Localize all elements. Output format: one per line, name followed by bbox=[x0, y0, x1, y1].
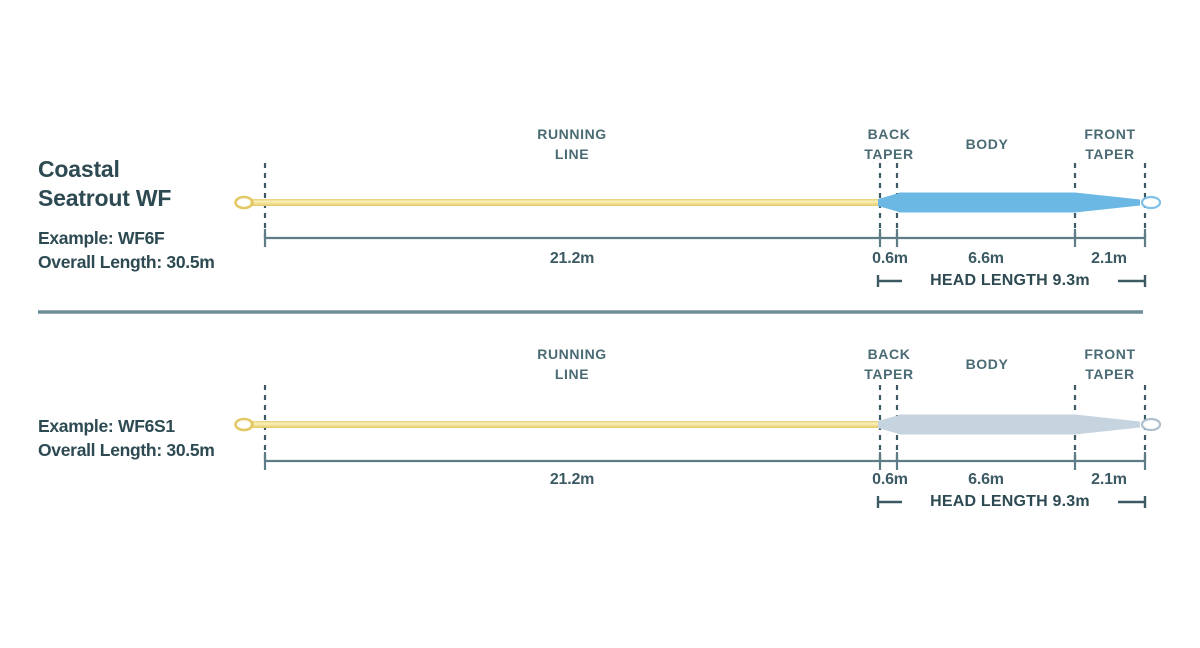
sinking-rear-loop-icon bbox=[234, 417, 254, 432]
sinking-front-taper-shape bbox=[1075, 414, 1140, 435]
sinking-example-label: Example: WF6S1 bbox=[38, 416, 175, 436]
floating-example-label: Example: WF6F bbox=[38, 228, 165, 248]
sinking-running-line bbox=[250, 421, 884, 428]
sinking-measure-front-taper: 2.1m bbox=[1091, 471, 1127, 488]
sinking-label-body: BODY bbox=[965, 356, 1009, 372]
sinking-back-taper-shape bbox=[878, 415, 899, 434]
sinking-head-length-label: HEAD LENGTH 9.3m bbox=[930, 493, 1090, 510]
floating-guide-lines bbox=[263, 163, 1147, 238]
floating-diagram bbox=[234, 163, 1162, 287]
floating-measure-axis bbox=[263, 229, 1147, 247]
sinking-measure-axis bbox=[263, 452, 1147, 470]
floating-running-line bbox=[250, 199, 884, 206]
sinking-label-front-taper: FRONT TAPER bbox=[1084, 346, 1136, 383]
floating-label-front-taper: FRONT TAPER bbox=[1084, 126, 1136, 163]
floating-back-taper-shape bbox=[878, 193, 899, 212]
floating-meta: Example: WF6F Overall Length: 30.5m bbox=[38, 227, 288, 274]
sinking-tip-loop-icon bbox=[1140, 417, 1162, 432]
floating-measure-back-taper: 0.6m bbox=[872, 250, 908, 267]
sinking-head-length-bar bbox=[876, 496, 1147, 508]
floating-label-back-taper: BACK TAPER bbox=[864, 126, 914, 163]
floating-tip-loop-icon bbox=[1140, 195, 1162, 210]
product-title-line-1: Coastal bbox=[38, 156, 120, 182]
floating-label-body: BODY bbox=[965, 136, 1009, 152]
floating-rear-loop-icon bbox=[234, 195, 254, 210]
sinking-body-shape bbox=[897, 414, 1077, 435]
sinking-label-running-line: RUNNING LINE bbox=[537, 346, 607, 383]
sinking-guide-lines bbox=[263, 385, 1147, 461]
sinking-diagram bbox=[234, 385, 1162, 508]
floating-measure-front-taper: 2.1m bbox=[1091, 250, 1127, 267]
floating-body-shape bbox=[897, 192, 1077, 213]
sinking-meta: Example: WF6S1 Overall Length: 30.5m bbox=[38, 415, 288, 462]
product-title: Coastal Seatrout WF bbox=[38, 155, 268, 214]
sinking-measure-body: 6.6m bbox=[968, 471, 1004, 488]
sinking-measure-back-taper: 0.6m bbox=[872, 471, 908, 488]
floating-head-length-bar bbox=[876, 275, 1147, 287]
product-title-line-2: Seatrout WF bbox=[38, 185, 172, 212]
sinking-overall-label: Overall Length: 30.5m bbox=[38, 439, 215, 460]
sinking-label-back-taper: BACK TAPER bbox=[864, 346, 914, 383]
sinking-measure-running-line: 21.2m bbox=[549, 471, 595, 488]
floating-overall-label: Overall Length: 30.5m bbox=[38, 251, 215, 272]
floating-measure-running-line: 21.2m bbox=[549, 250, 595, 267]
floating-front-taper-shape bbox=[1075, 192, 1140, 213]
floating-head-length-label: HEAD LENGTH 9.3m bbox=[930, 272, 1090, 289]
floating-measure-body: 6.6m bbox=[968, 250, 1004, 267]
floating-label-running-line: RUNNING LINE bbox=[537, 126, 607, 163]
